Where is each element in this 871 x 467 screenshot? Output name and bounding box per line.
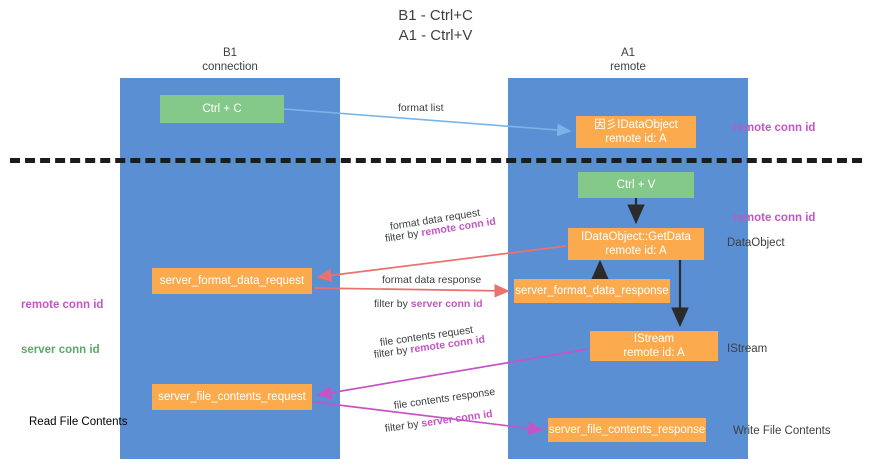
annotation-remote-conn-id: remote conn id bbox=[21, 299, 104, 311]
node-server-format-data-response[interactable]: server_format_data_response bbox=[514, 279, 670, 303]
filter-prefix: filter by bbox=[384, 417, 423, 435]
annotation-read-file-contents: Read File Contents bbox=[29, 416, 128, 428]
diagram-title: B1 - Ctrl+C A1 - Ctrl+V bbox=[398, 7, 473, 44]
edge-label-format-data-response: format data response bbox=[382, 274, 482, 286]
filter-prefix: filter by bbox=[374, 298, 411, 310]
annotation-write-file-contents: Write File Contents bbox=[733, 425, 831, 437]
filter-key-server-conn-id: server conn id bbox=[410, 298, 483, 310]
node-istream[interactable]: IStream remote id: A bbox=[590, 331, 718, 361]
edge-label-format-list: format list bbox=[398, 102, 444, 114]
annotation-conn-id-group-2: Read File Contents remote conn id server… bbox=[29, 385, 127, 467]
annotation-remote-conn-id-top: remote conn id bbox=[733, 122, 816, 134]
edge-label-format-data-response-filter: filter by server conn id bbox=[374, 297, 483, 312]
annotation-server-conn-id: server conn id bbox=[21, 344, 100, 356]
node-server-file-contents-response[interactable]: server_file_contents_response bbox=[548, 418, 706, 442]
section-divider bbox=[10, 158, 862, 163]
annotation-istream: IStream bbox=[727, 343, 768, 355]
annotation-conn-id-group-1: remote conn id server conn id bbox=[21, 268, 103, 388]
node-server-file-contents-request[interactable]: server_file_contents_request bbox=[152, 384, 312, 410]
node-idataobject[interactable]: 因彡IDataObject remote id: A bbox=[576, 116, 696, 148]
node-server-format-data-request[interactable]: server_format_data_request bbox=[152, 268, 312, 294]
annotation-dataobject: DataObject bbox=[727, 237, 785, 249]
node-ctrl-c[interactable]: Ctrl + C bbox=[160, 95, 284, 123]
column-header-b1: B1 connection bbox=[202, 47, 258, 73]
column-header-a1: A1 remote bbox=[610, 47, 646, 73]
filter-key-server-conn-id: server conn id bbox=[420, 407, 494, 430]
annotation-remote-conn-id-mid: remote conn id bbox=[733, 212, 816, 224]
node-ctrl-v[interactable]: Ctrl + V bbox=[578, 172, 694, 198]
filter-prefix: filter by bbox=[373, 343, 412, 361]
node-idataobject-getdata[interactable]: IDataObject::GetData remote id: A bbox=[568, 228, 704, 260]
